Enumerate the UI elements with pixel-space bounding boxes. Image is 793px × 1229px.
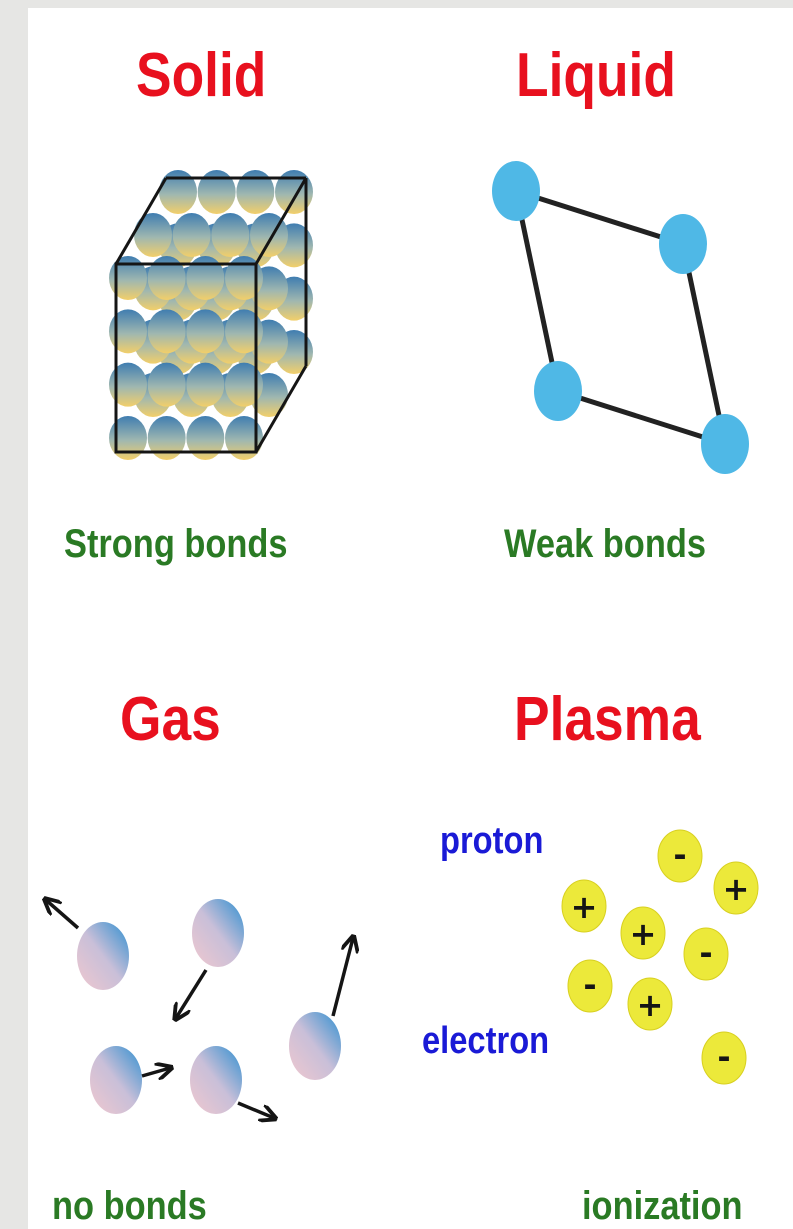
liquid-title: Liquid xyxy=(516,41,676,110)
states-of-matter-diagram: Solid Strong bonds Liquid xyxy=(28,8,793,1229)
electron-sign: - xyxy=(699,934,712,972)
gas-caption: no bonds xyxy=(52,1184,207,1228)
solid-atom xyxy=(134,213,172,257)
solid-atom xyxy=(225,416,263,460)
solid-atom xyxy=(109,416,147,460)
solid-caption: Strong bonds xyxy=(64,522,288,566)
liquid-atom xyxy=(492,161,540,221)
gas-molecule xyxy=(77,922,129,990)
proton-particle xyxy=(627,977,673,1031)
proton-sign: + xyxy=(723,870,750,908)
electron-particle xyxy=(683,927,729,981)
solid-atom xyxy=(109,256,147,300)
solid-atom xyxy=(225,256,263,300)
proton-sign: + xyxy=(637,986,664,1024)
solid-atom xyxy=(147,416,186,460)
gas-title: Gas xyxy=(120,685,221,754)
motion-arrow-icon xyxy=(237,1101,274,1118)
liquid-atom xyxy=(659,214,707,274)
proton-particle xyxy=(561,879,607,933)
solid-title: Solid xyxy=(136,41,267,110)
liquid-caption: Weak bonds xyxy=(504,522,706,566)
solid-atom xyxy=(186,309,225,354)
motion-arrow-icon xyxy=(176,969,208,1018)
solid-atom xyxy=(159,170,197,214)
solid-atom xyxy=(225,362,263,407)
electron-particle xyxy=(657,829,703,883)
plasma-title: Plasma xyxy=(514,685,701,754)
gas-molecule xyxy=(192,899,244,967)
liquid-atom xyxy=(701,414,749,474)
proton-label: proton xyxy=(440,820,544,862)
solid-atom xyxy=(186,256,225,300)
proton-particle xyxy=(713,861,759,915)
motion-arrow-icon xyxy=(46,900,80,930)
proton-particle xyxy=(620,906,666,960)
solid-atom xyxy=(186,362,225,407)
motion-arrow-icon xyxy=(331,938,353,1017)
electron-particle xyxy=(567,959,613,1013)
motion-arrow-icon xyxy=(141,1068,170,1076)
liquid-atom xyxy=(534,361,582,421)
gas-molecule xyxy=(289,1012,341,1080)
solid-atom xyxy=(109,362,147,407)
proton-sign: + xyxy=(630,915,657,953)
electron-sign: - xyxy=(583,966,596,1004)
solid-atom xyxy=(225,309,263,354)
electron-sign: - xyxy=(673,836,686,874)
solid-atom xyxy=(186,416,225,460)
solid-atom xyxy=(211,213,250,257)
charged-particles-icon: - + + + - - + - xyxy=(561,829,759,1085)
proton-sign: + xyxy=(571,888,598,926)
solid-atom xyxy=(197,170,236,214)
plasma-caption: ionization xyxy=(582,1184,743,1228)
solid-atom xyxy=(147,362,186,407)
electron-label: electron xyxy=(422,1020,550,1062)
gas-molecule xyxy=(190,1046,242,1114)
solid-atom xyxy=(147,309,186,354)
gas-molecule xyxy=(90,1046,142,1114)
solid-atom xyxy=(172,213,211,257)
solid-atom xyxy=(109,309,147,354)
electron-sign: - xyxy=(717,1038,730,1076)
electron-particle xyxy=(701,1031,747,1085)
solid-atom xyxy=(236,170,275,214)
bonded-atoms-icon xyxy=(492,161,749,474)
lattice-cube-icon xyxy=(109,170,313,460)
free-molecules-icon xyxy=(28,8,793,1229)
solid-atom xyxy=(147,256,186,300)
